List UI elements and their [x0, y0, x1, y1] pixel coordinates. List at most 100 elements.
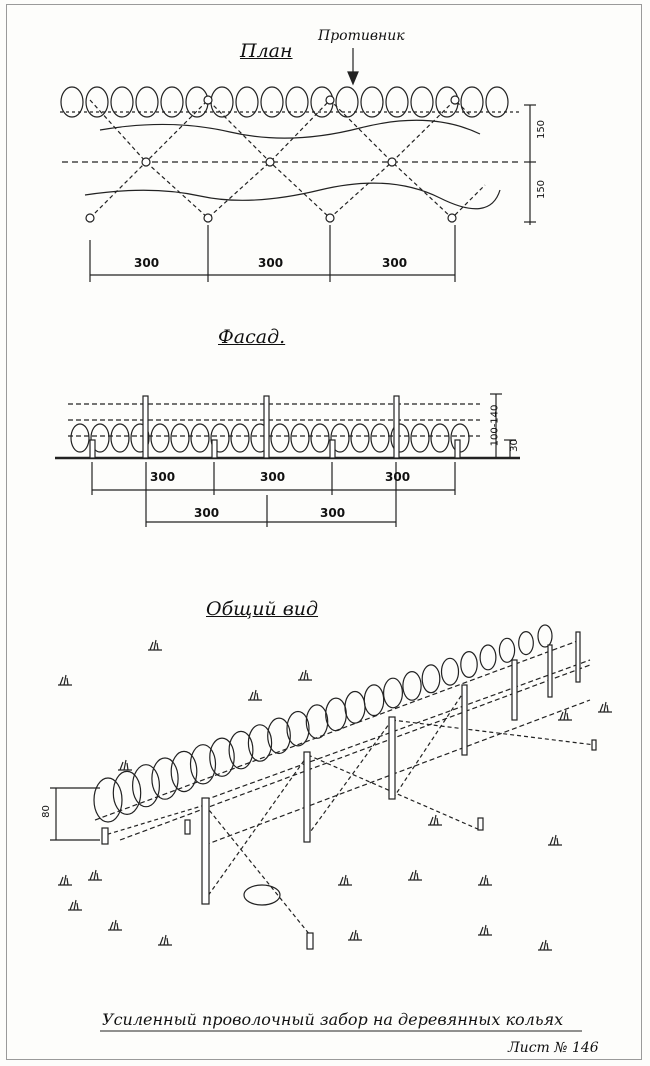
- sheet-number: Лист № 146: [508, 1040, 599, 1056]
- gv-short-stake: [477, 817, 484, 831]
- gv-post: [388, 716, 396, 800]
- gv-post: [201, 797, 210, 905]
- gv-grass-tuft: [58, 674, 72, 686]
- plan-coil-loop: [135, 86, 159, 118]
- plan-coil-loop: [460, 86, 484, 118]
- plan-coil-loop: [260, 86, 284, 118]
- gv-coil-loop: [479, 644, 497, 671]
- facade-title: Фасад.: [218, 326, 286, 348]
- gv-concertina-coils: [93, 624, 553, 823]
- plan-stake: [141, 157, 151, 167]
- gv-grass-tuft: [478, 874, 492, 886]
- gv-grass-tuft: [548, 834, 562, 846]
- gv-coil-loop: [286, 710, 310, 747]
- enemy-label: Противник: [318, 28, 405, 44]
- gv-coil-loop: [498, 637, 516, 663]
- gv-brace: [104, 804, 206, 836]
- facade-coil-loop: [210, 423, 230, 453]
- gv-grass-tuft: [298, 669, 312, 681]
- gv-grass-tuft: [478, 924, 492, 936]
- facade-coils: [70, 423, 470, 453]
- facade-dim-bottom-2: 300: [320, 506, 346, 520]
- facade-drawing: [55, 393, 520, 527]
- plan-coil-loop: [385, 86, 409, 118]
- gv-grass-tuft: [58, 874, 72, 886]
- plan-dim-3: 300: [382, 256, 408, 270]
- gv-coil-loop: [112, 770, 142, 816]
- facade-coil-loop: [110, 423, 130, 453]
- facade-coil-loop: [330, 423, 350, 453]
- gv-short-stake: [591, 739, 597, 751]
- facade-coil-loop: [430, 423, 450, 453]
- gv-grass-tuft: [108, 919, 122, 931]
- gv-grass-marks: [58, 639, 612, 951]
- facade-small-stake: [211, 439, 218, 459]
- plan-coil-loop: [485, 86, 509, 118]
- gv-grass-tuft: [88, 869, 102, 881]
- gv-grass-tuft: [538, 939, 552, 951]
- facade-coil-loop: [410, 423, 430, 453]
- facade-small-stake: [89, 439, 96, 459]
- gv-grass-tuft: [118, 759, 132, 771]
- plan-stake: [203, 95, 213, 105]
- gv-coil-loop: [421, 664, 441, 694]
- gv-brace: [391, 689, 466, 801]
- gv-post: [547, 644, 553, 698]
- gv-grass-tuft: [428, 814, 442, 826]
- plan-coil-loop: [60, 86, 84, 118]
- plan-stake: [325, 95, 335, 105]
- enemy-arrowhead: [347, 71, 359, 86]
- gv-coil-loop: [247, 724, 273, 762]
- gv-grass-tuft: [338, 874, 352, 886]
- plan-coil-loop: [410, 86, 434, 118]
- facade-dim-top-2: 300: [260, 470, 286, 484]
- sheet-border: [6, 4, 642, 1060]
- facade-coil-loop: [130, 423, 150, 453]
- plan-stake: [325, 213, 335, 223]
- general-view-title: Общий вид: [206, 598, 319, 620]
- facade-coil-loop: [190, 423, 210, 453]
- plan-dim-150-bottom: 150: [536, 179, 548, 200]
- facade-coil-loop: [90, 423, 110, 453]
- plan-coil-loop: [235, 86, 259, 118]
- facade-coil-loop: [70, 423, 90, 453]
- gv-loose-coil: [243, 884, 281, 906]
- plan-coil-loop: [285, 86, 309, 118]
- gv-post: [575, 631, 581, 683]
- plan-coil-loop: [360, 86, 384, 118]
- plan-stake: [450, 95, 460, 105]
- gv-coil-loop: [383, 677, 404, 709]
- facade-small-label: 30: [508, 439, 520, 452]
- gv-coil-loop: [440, 657, 460, 686]
- plan-title: План: [240, 40, 293, 62]
- plan-stake: [265, 157, 275, 167]
- plan-stake: [447, 213, 457, 223]
- gv-post: [303, 751, 311, 843]
- gv-coil-loop: [189, 744, 217, 785]
- general-view-drawing: [50, 624, 612, 951]
- facade-post: [393, 395, 400, 459]
- gv-grass-tuft: [408, 869, 422, 881]
- gv-coil-loop: [460, 650, 478, 678]
- gv-grass-tuft: [598, 701, 612, 713]
- gv-coil-loop: [537, 624, 553, 648]
- facade-dim-bottom-1: 300: [194, 506, 220, 520]
- plan-zigzag-lower: [89, 99, 486, 219]
- gv-grass-tuft: [148, 639, 162, 651]
- plan-loose-wire: [84, 182, 501, 210]
- facade-coil-loop: [230, 423, 250, 453]
- gv-wire: [94, 639, 581, 821]
- gv-wire: [204, 659, 591, 801]
- facade-coil-loop: [390, 423, 410, 453]
- plan-drawing: [60, 48, 536, 282]
- gv-coil-loop: [151, 757, 179, 800]
- plan-dim-150-top: 150: [536, 119, 548, 140]
- plan-zigzag-upper: [89, 99, 471, 219]
- facade-coil-loop: [290, 423, 310, 453]
- facade-coil-loop: [270, 423, 290, 453]
- gv-short-stake: [184, 819, 191, 835]
- facade-small-stake: [329, 439, 336, 459]
- facade-post: [142, 395, 149, 459]
